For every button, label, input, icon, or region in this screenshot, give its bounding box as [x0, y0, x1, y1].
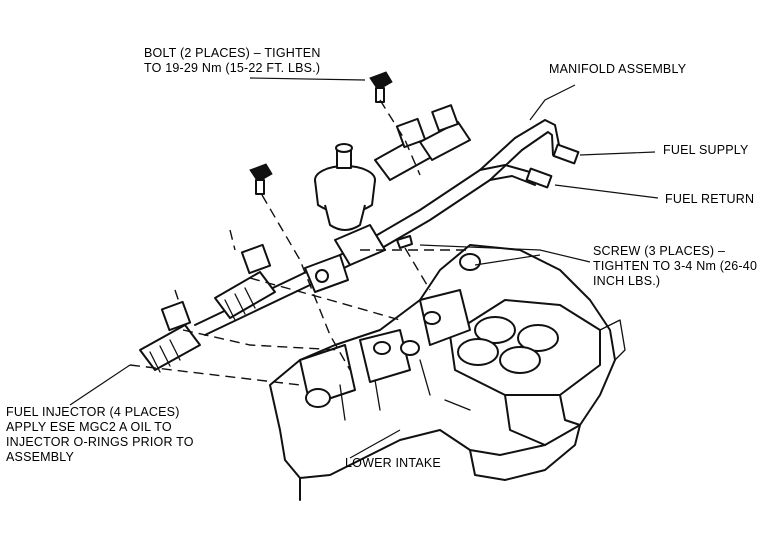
- fuel-supply-label: FUEL SUPPLY: [663, 143, 749, 157]
- lower-intake-label: LOWER INTAKE: [345, 456, 441, 470]
- bolt-label: BOLT (2 PLACES) – TIGHTEN TO 19-29 Nm (1…: [144, 46, 321, 76]
- screw-label-line2: TIGHTEN TO 3-4 Nm (26-40: [593, 259, 758, 273]
- bolt-label-line2: TO 19-29 Nm (15-22 FT. LBS.): [144, 61, 321, 75]
- manifold-assembly-label: MANIFOLD ASSEMBLY: [549, 62, 687, 76]
- bolt-left: [249, 163, 273, 195]
- injector-label-line2: APPLY ESE MGC2 A OIL TO: [6, 420, 172, 434]
- injector-label-line4: ASSEMBLY: [6, 450, 75, 464]
- bolt-label-line1: BOLT (2 PLACES) – TIGHTEN: [144, 46, 321, 60]
- assembly-lines: [129, 99, 470, 386]
- injector-label-line3: INJECTOR O-RINGS PRIOR TO: [6, 435, 194, 449]
- screw-label: SCREW (3 PLACES) – TIGHTEN TO 3-4 Nm (26…: [593, 244, 757, 289]
- leader-lines: [69, 77, 659, 459]
- fuel-injector-label: FUEL INJECTOR (4 PLACES) APPLY ESE MGC2 …: [6, 405, 194, 465]
- injector-label-line1: FUEL INJECTOR (4 PLACES): [6, 405, 180, 419]
- screw-label-line1: SCREW (3 PLACES) –: [593, 244, 726, 258]
- fuel-injector-3: [374, 117, 436, 181]
- fuel-injector-2: [214, 243, 276, 321]
- bolt-upper: [369, 71, 393, 103]
- fuel-return-label: FUEL RETURN: [665, 192, 755, 206]
- screw-label-line3: INCH LBS.): [593, 274, 661, 288]
- screw: [396, 235, 413, 249]
- pressure-regulator: [314, 143, 376, 231]
- fuel-injector-4: [419, 104, 471, 161]
- fuel-injector-1: [139, 300, 201, 373]
